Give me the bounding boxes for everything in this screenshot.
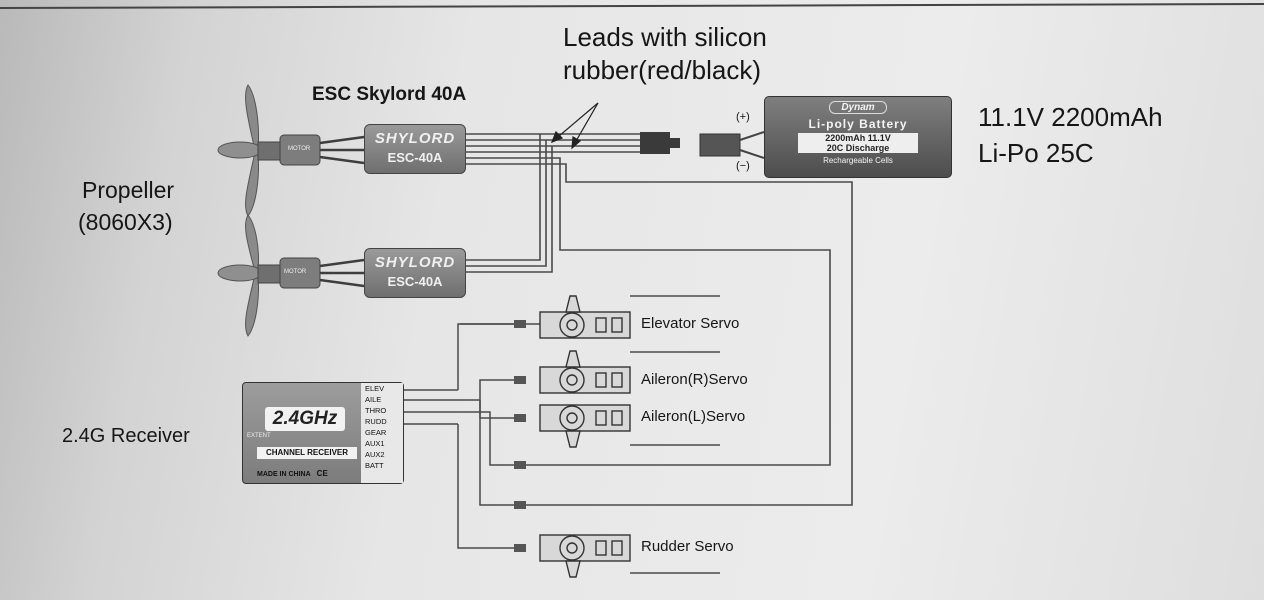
motor-label-bottom: MOTOR [284,269,307,275]
leads-label-line1: Leads with silicon [563,22,767,52]
polarity-plus: (+) [736,111,750,123]
servo-label-rudder: Rudder Servo [641,538,734,555]
battery-spec-line2: Li-Po 25C [978,138,1094,168]
receiver: 2.4GHz EXTENT CHANNEL RECEIVER MADE IN C… [242,382,404,484]
receiver-logo: 2.4GHz [265,407,345,431]
receiver-made-in: MADE IN CHINA CE [257,469,328,478]
servo-label-aileron-right: Aileron(R)Servo [641,371,748,388]
servo-label-aileron-left: Aileron(L)Servo [641,408,746,425]
esc-model: ESC-40A [387,274,443,289]
motor-leads [319,135,365,288]
receiver-made-text: MADE IN CHINA [257,471,311,478]
port-thro: THRO [365,406,387,415]
battery-spec-line-a: 2200mAh 11.1V [825,133,891,143]
motor-top [257,134,321,166]
lipo-battery: Dynam Li-poly Battery 2200mAh 11.1V 20C … [764,96,952,178]
battery-note: Rechargeable Cells [823,156,893,165]
leads-callout-arrows [550,102,599,150]
esc-brand: SHYLORD [374,130,456,147]
servo-aileron-left [539,404,631,448]
esc-brand: SHYLORD [374,254,456,271]
receiver-channel-text: CHANNEL RECEIVER [257,447,357,459]
power-wires [466,133,853,506]
propeller-bottom [217,214,263,337]
port-batt: BATT [365,461,384,470]
port-aile: AILE [365,395,382,404]
receiver-marks: CE [316,469,328,478]
port-elev: ELEV [365,384,385,393]
sheet-edge-line [0,3,1264,9]
battery-spec-line-b: 20C Discharge [826,143,890,153]
receiver-face: 2.4GHz EXTENT CHANNEL RECEIVER MADE IN C… [247,389,357,478]
receiver-label: 2.4G Receiver [62,425,190,447]
battery-connector [640,131,765,159]
polarity-minus: (−) [736,160,750,172]
servo-elevator [539,295,631,339]
port-aux2: AUX2 [365,450,385,459]
receiver-port-list: ELEV AILE THRO RUDD GEAR AUX1 AUX2 BATT [361,383,403,483]
battery-type: Li-poly Battery [808,117,908,131]
servo-label-elevator: Elevator Servo [641,315,740,332]
esc-model: ESC-40A [387,150,443,165]
esc-bottom: SHYLORD ESC-40A [364,248,466,298]
receiver-wires [402,295,720,574]
battery-spec-line1: 11.1V 2200mAh [978,102,1163,132]
battery-logo: Dynam [829,101,887,114]
port-gear: GEAR [365,428,387,437]
servo-aileron-right [539,350,631,394]
servo-connectors [514,320,526,552]
esc-top: SHYLORD ESC-40A [364,124,466,174]
motor-label-top: MOTOR [288,146,311,152]
port-rudd: RUDD [365,417,387,426]
motor-bottom [257,257,321,289]
propeller-top [217,84,263,217]
leads-label-line2: rubber(red/black) [563,55,761,85]
propeller-label-line1: Propeller [82,177,175,203]
propeller-label-line2: (8060X3) [78,209,173,235]
esc-title: ESC Skylord 40A [312,84,467,105]
receiver-extent: EXTENT [247,433,271,439]
port-aux1: AUX1 [365,439,385,448]
battery-spec-box: 2200mAh 11.1V 20C Discharge [798,133,918,153]
servo-rudder [539,534,631,578]
